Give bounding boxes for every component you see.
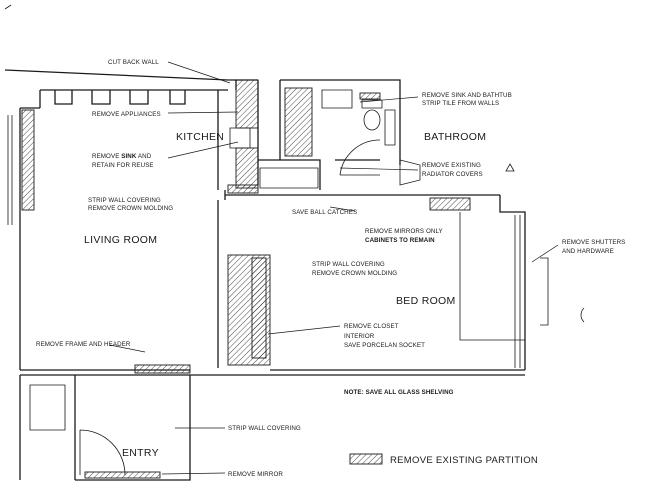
note-cut-back-wall: CUT BACK WALL: [108, 59, 159, 66]
room-label-bed-room: BED ROOM: [396, 295, 456, 307]
note-remove-existing: REMOVE EXISTING: [422, 162, 481, 169]
note-interior: INTERIOR: [344, 333, 375, 340]
legend-label: REMOVE EXISTING PARTITION: [390, 455, 538, 466]
room-label-bathroom: BATHROOM: [424, 131, 486, 143]
note-retain-for-reuse: RETAIN FOR REUSE: [92, 162, 154, 169]
note-save-porcelain-socket: SAVE PORCELAN SOCKET: [344, 342, 425, 349]
note-save-glass-shelving: NOTE: SAVE ALL GLASS SHELVING: [344, 389, 454, 396]
warning-icon: [505, 163, 515, 172]
section-mark: [580, 307, 585, 323]
note-remove-closet: REMOVE CLOSET: [344, 323, 399, 330]
note-remove-appliances: REMOVE APPLIANCES: [92, 111, 161, 118]
legend: REMOVE EXISTING PARTITION: [349, 453, 538, 466]
note-remove-sink-bathtub: REMOVE SINK AND BATHTUB: [422, 92, 512, 99]
note-strip-tile: STRIP TILE FROM WALLS: [422, 100, 499, 107]
note-cabinets-to-remain: CABINETS TO REMAIN: [365, 237, 435, 244]
note-and-hardware: AND HARDWARE: [562, 248, 614, 255]
note-remove-sink: REMOVE SINK AND: [92, 153, 152, 160]
corner-mark: [4, 4, 12, 10]
partitions-to-remove: [21, 79, 471, 479]
room-label-living-room: LIVING ROOM: [84, 234, 157, 246]
note-save-ball-catches: SAVE BALL CATCHES: [292, 209, 357, 216]
note-strip-wall-covering-bedroom: STRIP WALL COVERING: [312, 261, 385, 268]
note-remove-shutters: REMOVE SHUTTERS: [562, 239, 625, 246]
note-remove-mirror: REMOVE MIRROR: [228, 471, 283, 478]
note-remove-frame-header: REMOVE FRAME AND HEADER: [36, 341, 131, 348]
legend-hatch-swatch: [349, 453, 383, 465]
note-remove-mirrors-only: REMOVE MIRRORS ONLY: [365, 228, 443, 235]
note-strip-wall-covering-entry: STRIP WALL COVERING: [228, 425, 301, 432]
room-label-kitchen: KITCHEN: [176, 131, 224, 143]
note-remove-crown-molding-bedroom: REMOVE CROWN MOLDING: [312, 270, 397, 277]
note-remove-crown-molding-living: REMOVE CROWN MOLDING: [88, 205, 173, 212]
leader-lines: [109, 61, 559, 475]
room-label-entry: ENTRY: [122, 447, 159, 459]
note-radiator-covers: RADIATOR COVERS: [422, 171, 483, 178]
note-strip-wall-covering-living: STRIP WALL COVERING: [88, 197, 161, 204]
